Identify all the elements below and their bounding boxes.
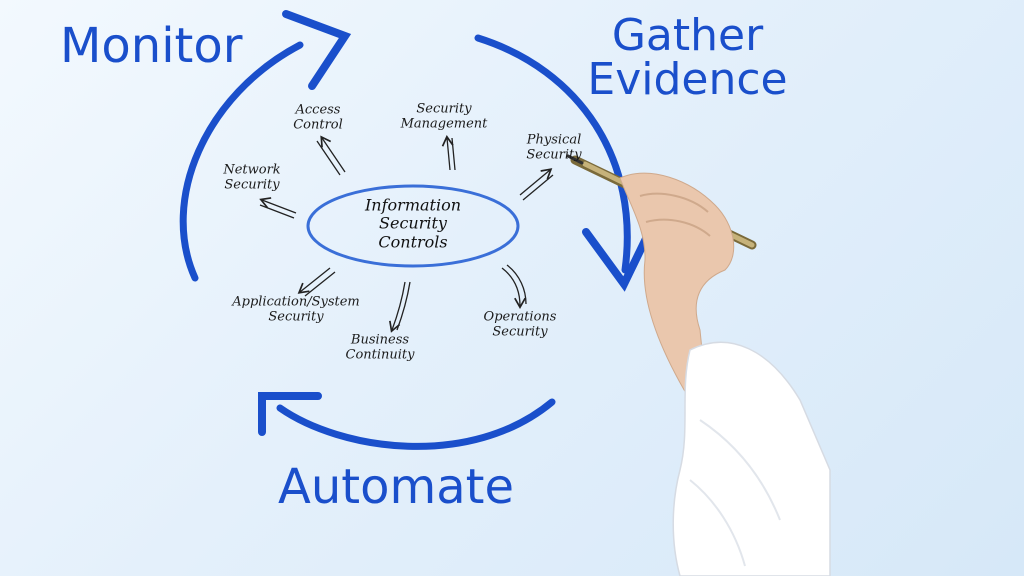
node-network-security: Network Security [223, 163, 280, 194]
monitor-label: Monitor [60, 18, 243, 74]
node-security-management: Security Management [401, 102, 488, 133]
node-physical-security-line1: Physical [526, 132, 582, 148]
node-physical-security: Physical Security [526, 133, 581, 164]
spoke-arrow-operations-security [501, 267, 526, 310]
node-network-security-line1: Network [223, 162, 281, 178]
node-access-control-line2: Control [293, 118, 343, 133]
center-title-line2: Security [379, 213, 447, 233]
node-business-continuity: Business Continuity [346, 333, 415, 364]
node-operations-security-line1: Operations [483, 309, 557, 325]
center-title-line1: Information [364, 195, 462, 215]
spoke-arrow-physical-security [519, 168, 553, 196]
spoke-arrow-business-continuity [389, 281, 406, 333]
spoke-arrow-security-management [441, 135, 454, 171]
spoke-arrow-access-control [320, 135, 346, 173]
automate-cycle-arrow [276, 398, 556, 450]
center-title-line3: Controls [378, 232, 448, 252]
node-security-management-line1: Security [416, 101, 472, 117]
spoke-arrows [259, 135, 554, 333]
hand-with-pen-illustration [566, 154, 831, 576]
node-business-continuity-line2: Continuity [345, 348, 415, 363]
node-network-security-line2: Security [224, 178, 280, 193]
gather-evidence-label: Gather Evidence [575, 14, 800, 102]
gather-evidence-line1: Gather [611, 10, 764, 61]
node-operations-security-line2: Security [492, 325, 548, 340]
node-application-security: Application/System Security [232, 295, 360, 326]
center-ellipse [306, 184, 520, 268]
monitor-arrowhead [282, 10, 352, 90]
automate-label: Automate [278, 459, 514, 515]
spoke-arrow-network-security [259, 197, 297, 214]
gather-evidence-cycle-arrow [474, 34, 631, 274]
node-application-security-line2: Security [268, 310, 324, 325]
node-operations-security: Operations Security [484, 310, 557, 341]
gather-evidence-line2: Evidence [587, 54, 788, 105]
spoke-arrow-application-security [297, 267, 331, 294]
center-title: Information Security Controls [364, 195, 462, 252]
node-physical-security-line2: Security [526, 148, 582, 163]
node-access-control-line1: Access [295, 102, 341, 118]
node-access-control: Access Control [293, 103, 343, 134]
automate-arrowhead [258, 392, 322, 436]
monitor-cycle-arrow [179, 41, 304, 282]
node-application-security-line1: Application/System [232, 294, 360, 310]
node-business-continuity-line1: Business [350, 332, 410, 348]
node-security-management-line2: Management [400, 117, 488, 132]
